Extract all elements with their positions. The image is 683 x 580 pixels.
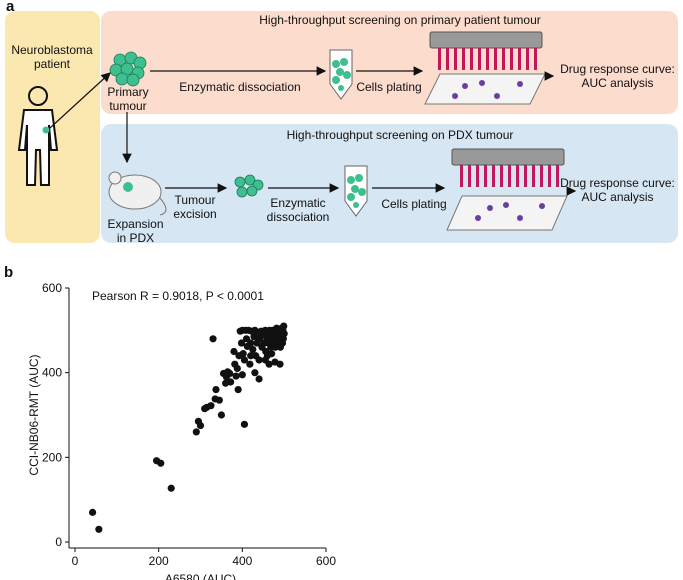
data-point	[227, 378, 235, 386]
primary-tumour-icon	[109, 51, 147, 87]
data-point	[247, 352, 255, 360]
tube-top-icon	[329, 49, 353, 100]
data-point	[167, 484, 175, 492]
data-point	[234, 386, 242, 394]
panel-b-letter: b	[4, 264, 14, 281]
data-point	[217, 411, 226, 419]
tube-bottom-icon	[344, 165, 368, 217]
data-point	[215, 396, 223, 404]
data-point	[263, 352, 272, 360]
data-point	[88, 508, 97, 516]
data-point	[239, 350, 247, 358]
excised-tumour-icon	[234, 174, 264, 198]
bottom-row-title: High-throughput screening on PDX tumour	[286, 128, 514, 142]
bottom-result-label: Drug response curve: AUC analysis	[560, 176, 675, 204]
data-point	[255, 375, 263, 383]
data-point	[233, 364, 241, 373]
data-point	[246, 360, 254, 368]
expansion-pdx-label: Expansion in PDX	[107, 217, 164, 245]
top-step-dissociation: Enzymatic dissociation	[179, 80, 301, 94]
data-point	[95, 525, 103, 533]
data-point	[226, 369, 234, 378]
data-point	[247, 339, 255, 347]
mouse-icon	[108, 171, 167, 216]
data-point	[251, 369, 259, 377]
data-point	[192, 428, 200, 436]
top-row-title: High-throughput screening on primary pat…	[259, 13, 541, 27]
x-tick-label: 600	[316, 554, 336, 568]
arrow-patient-to-tumour	[49, 72, 111, 129]
data-point	[196, 421, 205, 430]
primary-screening-box	[101, 11, 678, 114]
tumour-excision-label: Tumour excision	[173, 193, 217, 221]
pearson-annotation: Pearson R = 0.9018, P < 0.0001	[92, 289, 264, 303]
y-tick-label: 0	[55, 535, 62, 549]
x-tick-label: 400	[232, 554, 252, 568]
data-point	[238, 371, 246, 379]
bottom-step-dissociation: Enzymatic dissociation	[266, 196, 330, 224]
y-axis-label: CCI-NB06-RMT (AUC)	[27, 354, 41, 475]
data-point	[230, 347, 238, 356]
data-point	[209, 335, 217, 343]
primary-tumour-label: Primary tumour	[107, 85, 149, 113]
data-point	[240, 420, 249, 428]
x-tick-label: 200	[149, 554, 169, 568]
y-tick-label: 400	[42, 366, 62, 380]
data-point	[240, 356, 249, 364]
data-point	[280, 322, 288, 330]
data-point	[276, 360, 284, 368]
plot-axes: 0 200 400 600 0 200 400 600	[42, 281, 336, 568]
panel-a-graphics	[17, 31, 568, 231]
data-point	[255, 356, 263, 364]
bottom-plate-icon	[446, 148, 568, 231]
data-point	[207, 402, 215, 410]
data-point	[249, 345, 257, 353]
panel-a-letter: a	[6, 0, 15, 15]
pdx-screening-box	[101, 124, 678, 243]
data-point	[212, 386, 220, 394]
y-tick-label: 200	[42, 450, 62, 464]
bottom-step-plating: Cells plating	[381, 197, 447, 211]
data-point	[232, 372, 240, 380]
scatter-plot: Pearson R = 0.9018, P < 0.0001 0 200 400 60…	[27, 281, 336, 580]
data-point	[280, 330, 288, 338]
patient-label: Neuroblastoma patient	[11, 43, 93, 71]
top-step-plating: Cells plating	[356, 80, 422, 94]
x-tick-label: 0	[72, 554, 79, 568]
result-arrows	[544, 71, 577, 196]
mouse-tumour-icon	[123, 182, 133, 192]
top-plate-icon	[424, 31, 546, 105]
patient-tumour-icon	[42, 126, 50, 134]
top-result-label: Drug response curve: AUC analysis	[560, 62, 675, 90]
plot-points	[88, 322, 288, 533]
y-tick-label: 600	[42, 281, 62, 295]
data-point	[237, 339, 246, 347]
data-point	[157, 459, 165, 467]
x-axis-label: A6580 (AUC)	[165, 572, 236, 580]
